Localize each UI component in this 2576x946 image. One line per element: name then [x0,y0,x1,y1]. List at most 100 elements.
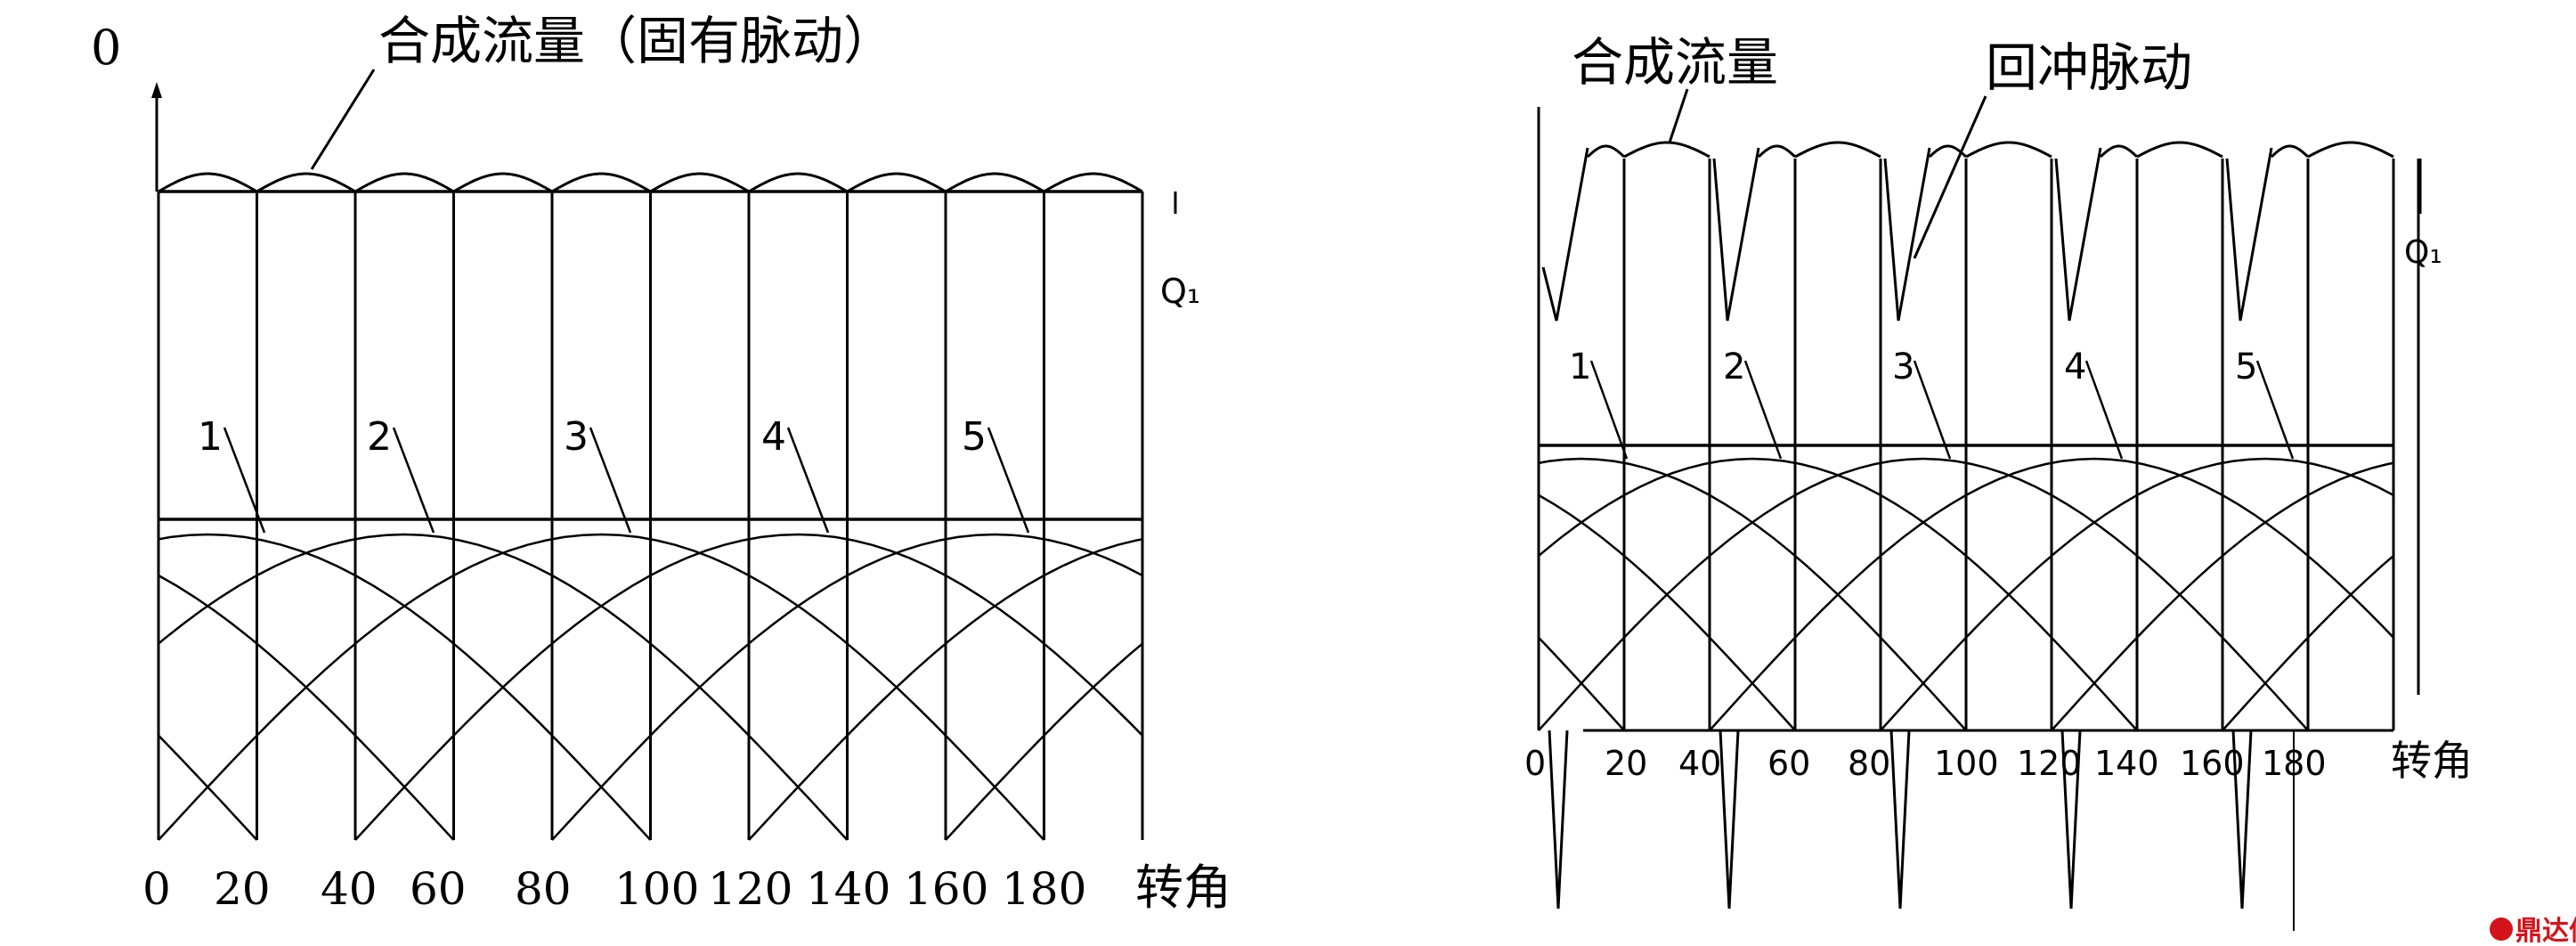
right-backflow-spike [1548,730,1569,909]
left-pump-flow-arch [945,641,1142,841]
left-pump-label: 5 [962,414,987,460]
left-x-tick-label: 60 [410,863,467,915]
right-pump-label-leader [2255,360,2295,460]
watermark-logo: 鼎达信 [2490,916,2576,946]
left-pump-label: 3 [564,414,589,460]
right-total-flow-bump [1758,144,1796,159]
left-pump-labels: 1 2 3 4 5 [198,414,1030,534]
left-title: 合成流量（固有脉动） [378,11,895,71]
right-total-flow-bump [1587,144,1625,159]
right-q-label: Q₁ [2404,234,2442,271]
left-y-axis-arrow [151,82,162,98]
right-pump-flow-arch [2393,459,2576,730]
left-x-tick-label: 180 [1002,863,1086,915]
right-backflow-spike [2060,730,2082,909]
left-x-axis-label: 转角 [1135,860,1231,916]
left-y-origin-label: 0 [91,20,121,76]
left-pump-flow-arch [158,574,455,841]
left-x-tick-label: 80 [515,863,572,915]
left-pump-flow-arch [748,538,1142,841]
right-pulse-leader-line [1913,95,1987,259]
right-x-axis-label: 转角 [2391,737,2473,785]
right-pump-flow-arch [1539,457,1967,731]
watermark-text: 鼎达信 [2515,916,2576,946]
left-pump-flow-arch [354,533,1142,841]
right-title: 合成流量 [1572,32,1778,93]
left-pump-label-leader [786,427,830,534]
left-total-flow-bump [846,172,947,193]
right-pump-label-leader [1743,360,1783,460]
right-pump-label: 1 [1569,347,1591,387]
left-x-tick-label: 0 [142,863,171,915]
left-flow-curves [155,98,1144,841]
right-pump-flow-arch [2222,554,2393,731]
left-pump-flow-arch [158,533,849,841]
left-pump-label-leader [392,427,435,534]
left-pump-label-leader [987,427,1030,534]
left-total-flow-bump [649,172,750,193]
left-title-leader-line [310,69,376,170]
left-pump-flow-arch [551,533,1142,841]
left-pump-label-leader [223,427,266,534]
right-title-leader-line [1668,88,1689,143]
left-x-tick-label: 20 [214,863,271,915]
right-total-flow-bump [1965,141,2052,159]
left-total-flow-bump [158,172,258,193]
right-pump-flow-arch [2051,461,2393,731]
left-pump-label: 4 [761,414,786,460]
left-q-label: Q₁ [1160,272,1200,311]
right-x-tick-label: 60 [1767,744,1810,783]
left-total-flow-bump [256,172,356,193]
left-pump-label-leader [589,427,632,534]
left-total-flow-bump [551,172,652,193]
right-backflow-dip [2054,147,2102,322]
right-pump-flow-arch [1880,457,2393,731]
right-backflow-dip [2225,147,2273,322]
right-total-flow-bump [1623,141,1711,159]
right-total-flow-bump [1929,144,1967,159]
left-arch-group [158,533,1142,841]
right-x-tick-label: 120 [2017,744,2082,783]
right-total-flow-bump [2271,144,2309,159]
right-pump-label: 5 [2235,347,2257,387]
right-pulse-label: 回冲脉动 [1986,37,2192,98]
right-pump-label: 4 [2064,347,2086,387]
right-total-flow-bump [2307,141,2394,159]
right-flow-curves [1537,107,2576,931]
left-pump-label: 1 [198,414,223,460]
right-pump-flow-arch [1539,457,2138,731]
left-x-tick-label: 140 [806,863,890,915]
right-x-tick-label: 160 [2180,744,2245,783]
right-x-tick-label: 100 [1934,744,1999,783]
right-backflow-dip [1883,147,1931,322]
left-total-flow-bump [748,172,849,193]
left-x-tick-label: 160 [904,863,988,915]
right-backflow-dip [1712,147,1760,322]
right-x-tick-label: 20 [1605,744,1647,783]
right-total-flow-bump [1794,141,1881,159]
right-x-tick-label: 80 [1848,744,1890,783]
left-pump-label: 2 [367,414,392,460]
right-arch-group [1539,457,2576,731]
watermark-logo-icon [2490,917,2513,941]
left-x-tick-label: 100 [614,863,699,915]
right-x-tick-label: 40 [1678,744,1721,783]
right-total-flow-bump [2136,141,2223,159]
right-x-tick-label: 140 [2094,744,2159,783]
left-x-tick-label: 40 [321,863,378,915]
right-backflow-spike [1719,730,1740,909]
right-pump-flow-arch [1539,457,2309,731]
left-total-flow-bump [452,172,553,193]
right-pump-label-leader [2084,360,2124,460]
right-x-tick-label: 180 [2262,744,2327,783]
right-total-flow-bump [2100,144,2138,159]
left-x-tick-label: 120 [708,863,792,915]
right-pump-label: 3 [1892,347,1914,387]
right-pump-label-leader [1589,360,1629,460]
